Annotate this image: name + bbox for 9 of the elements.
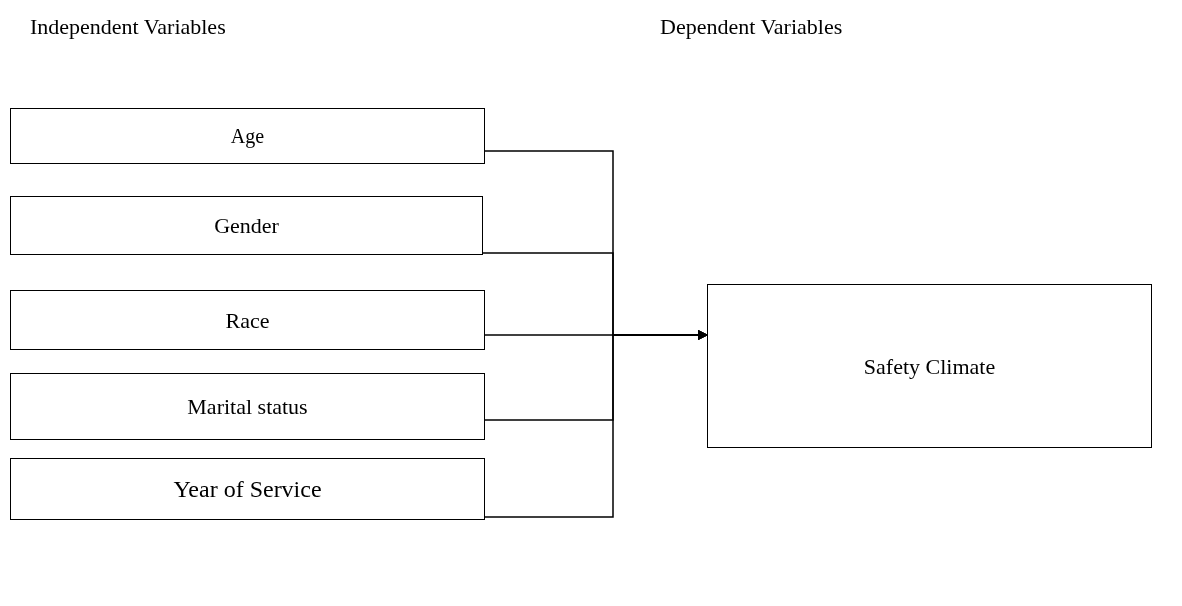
connector-arrow xyxy=(484,330,708,518)
variable-box: Marital status xyxy=(10,373,485,440)
variable-box: Safety Climate xyxy=(707,284,1152,448)
column-heading: Independent Variables xyxy=(30,13,226,41)
variable-box: Age xyxy=(10,108,485,164)
column-heading: Dependent Variables xyxy=(660,13,843,41)
variable-box: Race xyxy=(10,290,485,350)
variable-box: Gender xyxy=(10,196,483,255)
variable-box: Year of Service xyxy=(10,458,485,520)
